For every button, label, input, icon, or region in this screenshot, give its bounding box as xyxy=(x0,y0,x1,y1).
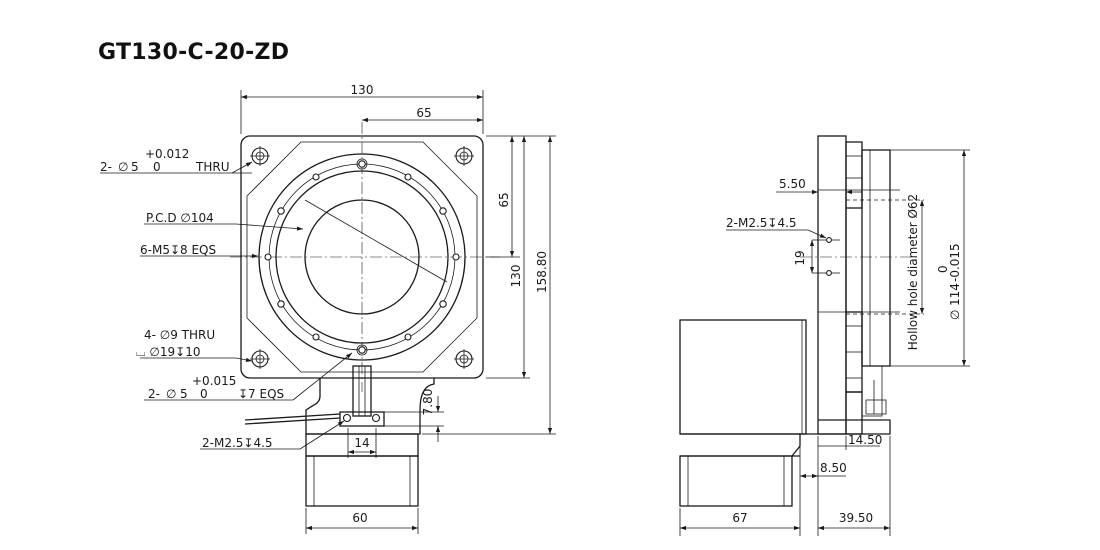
svg-text:0: 0 xyxy=(200,387,208,401)
svg-text:114: 114 xyxy=(948,283,962,306)
callout-side-threads: 2-M2.5↧4.5 xyxy=(726,216,797,230)
dim-thread-spacing: 19 xyxy=(793,250,807,265)
svg-text:∅: ∅ xyxy=(166,387,176,401)
svg-text:2-: 2- xyxy=(100,160,112,174)
callout-counterbore: ⌴ ∅19↧10 xyxy=(136,345,200,359)
svg-text:2-: 2- xyxy=(148,387,160,401)
chamfer-outline xyxy=(246,141,478,373)
svg-text:↧7 EQS: ↧7 EQS xyxy=(238,387,284,401)
dim-slot-depth: 7.80 xyxy=(421,389,435,416)
dim-base-width: 60 xyxy=(352,511,367,525)
pcd-leader xyxy=(304,199,448,283)
dim-step-small: 8.50 xyxy=(820,461,847,475)
dim-half-height: 65 xyxy=(497,192,511,207)
dim-flange-offset: 5.50 xyxy=(779,177,806,191)
dim-width: 130 xyxy=(351,83,374,97)
svg-text:∅: ∅ xyxy=(118,160,128,174)
m5-threaded-holes xyxy=(264,158,460,356)
motor-body xyxy=(305,455,419,507)
bracket-side xyxy=(791,419,891,457)
front-dimensions xyxy=(100,90,556,534)
callout-pin-holes: 2- ∅ 5 +0.015 0 ↧7 EQS xyxy=(148,374,284,401)
dim-half-width: 65 xyxy=(416,106,431,120)
dim-total-height: 158.80 xyxy=(535,251,549,293)
svg-text:+0.012: +0.012 xyxy=(145,147,189,161)
side-plate xyxy=(817,135,847,435)
dim-step: 14.50 xyxy=(848,433,882,447)
side-view: 5.50 2-M2.5↧4.5 19 Hollow hole diameter … xyxy=(679,135,970,536)
shaft-block xyxy=(352,365,372,417)
svg-text:5: 5 xyxy=(131,160,139,174)
dim-motor-length: 67 xyxy=(732,511,747,525)
note-hollow: Hollow hole diameter Ø62 xyxy=(906,194,920,350)
callout-corner-holes: 2- ∅ 5 +0.012 0 THRU xyxy=(100,147,229,174)
motor-housing xyxy=(679,319,807,435)
cable-lead xyxy=(244,417,341,425)
corner-holes xyxy=(250,146,474,369)
motor-body-side xyxy=(679,455,793,507)
dim-body-length: 39.50 xyxy=(839,511,873,525)
callout-bottom-threads: 2-M2.5↧4.5 xyxy=(202,436,273,450)
svg-text:0: 0 xyxy=(153,160,161,174)
dim-bore: ∅ 114 0 -0.015 xyxy=(936,243,962,320)
callout-threads: 6-M5↧8 EQS xyxy=(140,243,216,257)
rotary-table-side xyxy=(861,149,891,367)
svg-text:-0.015: -0.015 xyxy=(948,243,962,282)
callout-pcd: P.C.D ∅104 xyxy=(146,211,214,225)
svg-text:THRU: THRU xyxy=(195,160,229,174)
callout-thru-holes: 4- ∅9 THRU xyxy=(144,328,215,342)
svg-text:+0.015: +0.015 xyxy=(192,374,236,388)
svg-text:0: 0 xyxy=(936,265,950,273)
front-view: 130 65 65 130 158.80 60 14 7.80 2- ∅ 5 +… xyxy=(100,83,556,534)
svg-text:∅: ∅ xyxy=(948,310,962,320)
dim-slot-width: 14 xyxy=(354,436,369,450)
drawing-title: GT130-C-20-ZD xyxy=(98,40,290,65)
side-dimensions xyxy=(679,149,970,536)
clamp-block xyxy=(339,411,385,427)
svg-text:5: 5 xyxy=(180,387,188,401)
dim-height: 130 xyxy=(509,265,523,288)
